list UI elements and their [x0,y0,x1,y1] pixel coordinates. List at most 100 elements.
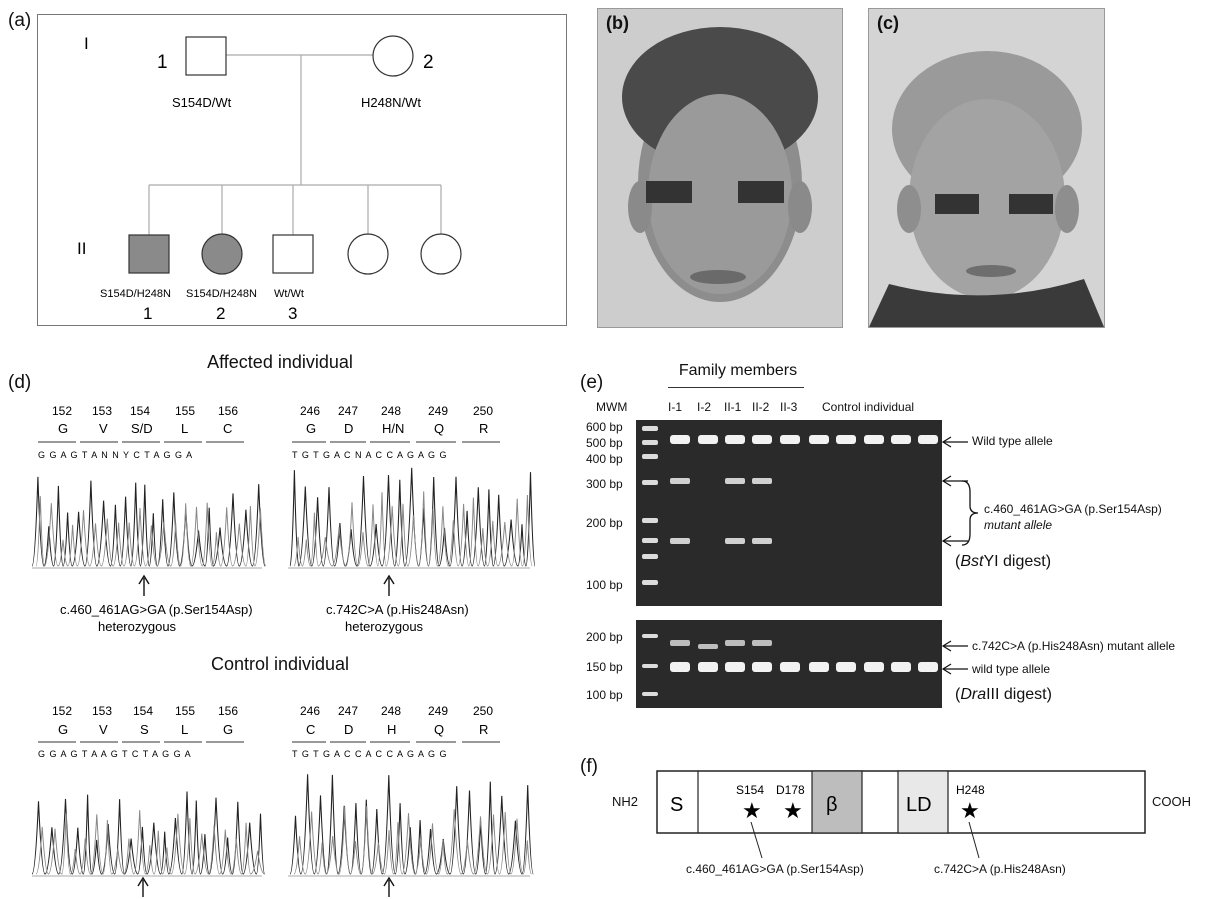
svg-text:152: 152 [52,704,72,718]
mutant-allele-2-label: c.742C>A (p.His248Asn) mutant allele [972,639,1175,653]
marker-150bp-bottom: 150 bp [586,660,623,674]
svg-text:C: C [223,421,232,436]
svg-text:247: 247 [338,404,358,418]
affected-left-arrow [139,576,149,596]
ld-domain-label: LD [906,794,932,816]
affected-left-zygosity: heterozygous [98,619,177,634]
svg-text:G: G [58,722,68,737]
mutant-allele-1-sublabel: mutant allele [984,518,1052,532]
svg-text:R: R [479,722,488,737]
affected-left-header: 152 153 154 155 156 G V S/D L C G G A G … [38,404,244,460]
cooh-terminus-label: COOH [1152,794,1191,809]
svg-text:G G A G T A N N Y C T A G G A: G G A G T A N N Y C T A G G A [38,450,193,460]
patient-photo-b: (b) [597,8,843,328]
face-photo-b [598,9,842,327]
eye-censor-bar-right [1009,194,1053,214]
svg-text:250: 250 [473,704,493,718]
svg-text:D: D [344,421,353,436]
svg-text:155: 155 [175,404,195,418]
eye-censor-bar-right [738,181,784,203]
affected-left-mutation: c.460_461AG>GA (p.Ser154Asp) [60,602,253,617]
mutant-allele-brace [958,480,982,546]
marker-500bp: 500 bp [586,436,623,450]
beta-domain-label: β [826,794,838,816]
marker-100bp-bottom: 100 bp [586,688,623,702]
control-left-header: 152 153 154 155 156 G V S L G G G A G T … [38,704,244,759]
svg-text:G G A G T A A G T C T A G G A: G G A G T A A G T C T A G G A [38,749,192,759]
svg-text:H/N: H/N [382,421,404,436]
svg-text:247: 247 [338,704,358,718]
star-icon: ★ [742,798,762,823]
family-members-underline [668,387,804,388]
mutation-2-label: c.742C>A (p.His248Asn) [934,862,1066,876]
lane-label-II-2: II-2 [752,400,769,414]
control-individual-lane-label: Control individual [822,400,914,414]
svg-text:246: 246 [300,704,320,718]
lane-label-II-3: II-3 [780,400,797,414]
svg-text:249: 249 [428,404,448,418]
svg-text:Q: Q [434,722,444,737]
lane-label-II-1: II-1 [724,400,741,414]
affected-right-header: 246 247 248 249 250 G D H/N Q R T G T G … [292,404,500,460]
svg-text:249: 249 [428,704,448,718]
svg-text:154: 154 [130,404,150,418]
marker-300bp: 300 bp [586,477,623,491]
svg-text:V: V [99,722,108,737]
face-photo-c [869,9,1104,327]
svg-text:155: 155 [175,704,195,718]
svg-text:248: 248 [381,404,401,418]
svg-text:V: V [99,421,108,436]
marker-200bp-bottom: 200 bp [586,630,623,644]
panel-label-c: (c) [877,13,899,34]
svg-text:L: L [181,421,188,436]
svg-text:G: G [58,421,68,436]
control-right-arrow [384,878,394,897]
wild-type-allele-bottom-label: wild type allele [972,662,1050,676]
svg-text:Q: Q [434,421,444,436]
svg-text:154: 154 [133,704,153,718]
panel-label-b: (b) [606,13,629,34]
marker-100bp: 100 bp [586,578,623,592]
signal-domain-label: S [670,794,683,816]
sequencing-chromatograms: 152 153 154 155 156 G V S/D L C G G A G … [0,0,580,899]
marker-600bp: 600 bp [586,420,623,434]
svg-text:S: S [140,722,149,737]
svg-text:250: 250 [473,404,493,418]
wild-type-allele-label: Wild type allele [972,434,1053,448]
affected-right-arrow [384,576,394,596]
site-s154-label: S154 [736,783,764,797]
eye-censor-bar-left [646,181,692,203]
mutation-1-label: c.460_461AG>GA (p.Ser154Asp) [686,862,864,876]
svg-text:G: G [306,421,316,436]
svg-text:T G T G A C C A C C A G A G G: T G T G A C C A C C A G A G G [292,749,448,759]
eye-censor-bar-left [935,194,979,214]
marker-400bp: 400 bp [586,452,623,466]
mwm-label: MWM [596,400,627,414]
lane-label-I-1: I-1 [668,400,682,414]
affected-right-zygosity: heterozygous [345,619,424,634]
site-h248-label: H248 [956,783,985,797]
svg-text:G: G [223,722,233,737]
svg-text:L: L [181,722,188,737]
control-left-arrow [138,878,148,897]
draiii-digest-label: (DraIII digest) [955,686,1052,704]
panel-label-e: (e) [580,372,603,394]
mutant-allele-1-label: c.460_461AG>GA (p.Ser154Asp) [984,502,1162,516]
svg-text:C: C [306,722,315,737]
gel-bstyi [636,420,942,606]
star-icon: ★ [960,798,980,823]
affected-right-mutation: c.742C>A (p.His248Asn) [326,602,469,617]
star-icon: ★ [783,798,803,823]
svg-text:246: 246 [300,404,320,418]
svg-text:H: H [387,722,396,737]
patient-photo-c: (c) [868,8,1105,328]
nh2-terminus-label: NH2 [612,794,638,809]
lane-label-I-2: I-2 [697,400,711,414]
svg-text:153: 153 [92,404,112,418]
svg-text:248: 248 [381,704,401,718]
svg-text:S/D: S/D [131,421,153,436]
gel-arrows-bottom [940,638,970,678]
svg-text:T G T G A C N A C C A G A G G: T G T G A C N A C C A G A G G [292,450,448,460]
svg-text:156: 156 [218,704,238,718]
svg-text:R: R [479,421,488,436]
